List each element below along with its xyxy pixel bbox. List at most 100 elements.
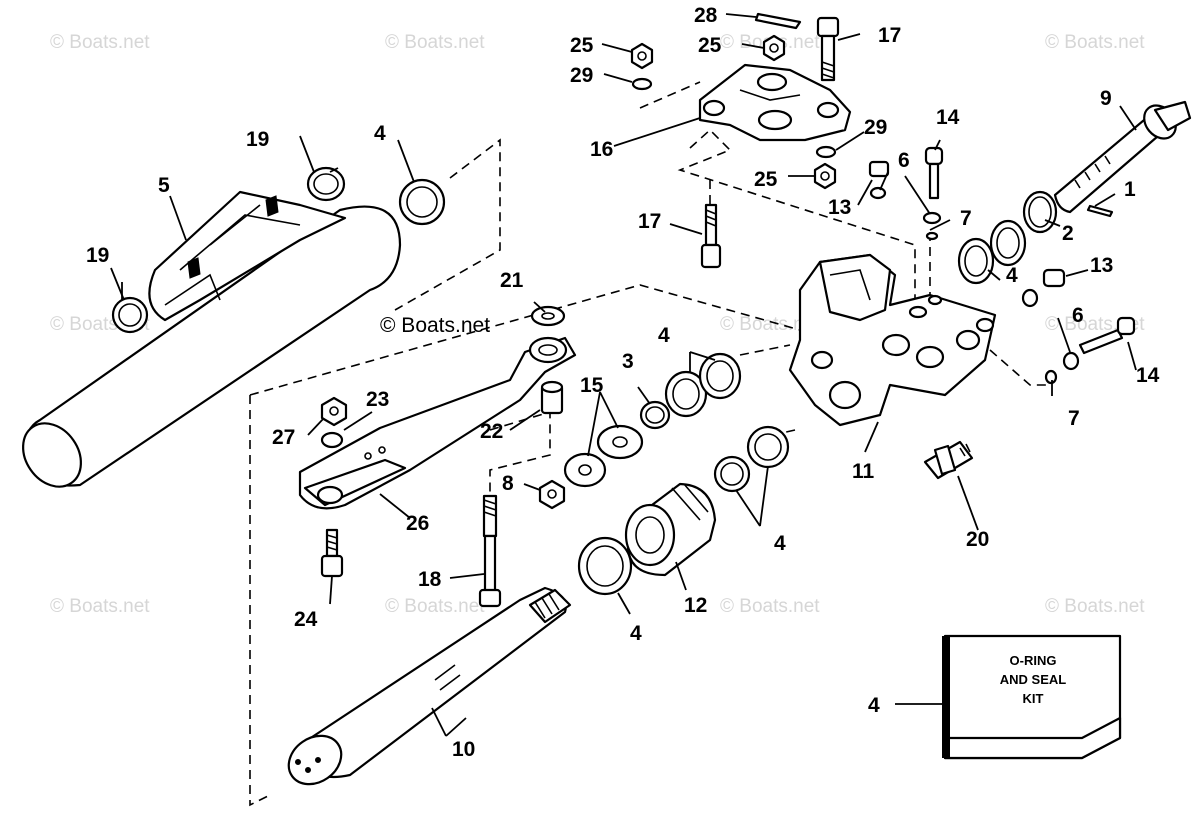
part-21-washer [530,305,566,327]
part-19-ring [306,166,346,202]
callout-27: 27 [272,426,295,449]
part-15-washer [563,452,607,488]
callout-14: 14 [1136,364,1160,387]
part-16-bracket [698,63,852,142]
callout-12: 12 [684,594,707,617]
part-15-washer [596,424,644,460]
part-25-nut [630,42,654,70]
part-6-seal [922,211,942,225]
callout-16: 16 [590,138,613,161]
part-4-ring [989,219,1027,267]
part-6-seal [869,186,887,200]
kit-label-line2: AND SEAL [1000,672,1067,687]
callout-13: 13 [828,196,851,219]
callout-17: 17 [638,210,661,233]
watermark: © Boats.net [50,596,150,617]
part-5-cylinder [22,190,402,488]
callout-15: 15 [580,374,604,397]
part-9-shaft [1053,100,1192,214]
part-24-screw [320,528,344,578]
callout-6: 6 [1072,304,1084,327]
callout-25: 25 [754,168,778,191]
callout-4: 4 [630,622,642,645]
part-27-nut [320,396,348,427]
part-18-bolt [478,494,502,608]
watermark: © Boats.net [385,596,485,617]
kit-label-line3: KIT [1023,691,1044,706]
callout-5: 5 [158,174,170,197]
part-6-seal [1021,288,1039,308]
callout-7: 7 [1068,407,1080,430]
callout-4: 4 [1006,264,1018,287]
callout-4: 4 [374,122,386,145]
watermark: © Boats.net [720,314,820,335]
watermark: © Boats.net [720,596,820,617]
part-14-fitting [1078,316,1136,355]
part-7-seal [1044,369,1058,385]
part-4-ring [746,425,790,469]
part-28-pin [754,12,802,30]
callout-19: 19 [246,128,269,151]
part-20-fitting [923,440,974,480]
callout-22: 22 [480,420,503,443]
callout-4-kit: 4 [868,694,880,717]
callout-4: 4 [658,324,670,347]
part-4-ring [664,370,708,418]
boats-net-label: © Boats.net [380,314,490,337]
callout-20: 20 [966,528,989,551]
callout-10: 10 [452,738,475,761]
part-4-ring [698,352,742,400]
callout-9: 9 [1100,87,1112,110]
watermark: © Boats.net [50,32,150,53]
callout-25: 25 [698,34,722,57]
part-25-nut [762,34,786,62]
kit-label-line1: O-RING [1010,653,1057,668]
callout-14: 14 [936,106,960,129]
callout-11: 11 [852,460,875,483]
part-8-nut [538,479,566,510]
callout-21: 21 [500,269,524,292]
callouts: 1 2 3 4 4 4 4 4 5 6 6 7 7 8 9 10 11 12 1… [86,4,1160,761]
callout-19: 19 [86,244,109,267]
part-19-ring [111,296,149,334]
callout-29: 29 [864,116,887,139]
callout-7: 7 [960,207,972,230]
seal-kit-box: O-RING AND SEAL KIT [942,634,1122,760]
part-12-piston [624,482,717,577]
part-4-ring [713,455,751,493]
callout-25: 25 [570,34,594,57]
callout-26: 26 [406,512,429,535]
part-11-valve-body [788,253,997,427]
watermarks: © Boats.net © Boats.net © Boats.net © Bo… [50,32,1145,617]
part-7-seal [925,231,939,241]
part-13-plug [868,160,890,178]
callout-4: 4 [774,532,786,555]
callout-8: 8 [502,472,514,495]
watermark: © Boats.net [385,32,485,53]
part-26-tie-bar [298,336,577,510]
part-29-washer [631,77,653,91]
part-13-plug [1042,268,1066,288]
part-14-fitting [924,146,944,200]
part-17-bolt [816,16,840,82]
callout-18: 18 [418,568,442,591]
watermark: © Boats.net [1045,32,1145,53]
part-22-spacer [540,380,564,415]
part-3-ring [639,400,671,430]
part-17-bolt [700,203,722,269]
part-4-ring [957,237,995,285]
callout-3: 3 [622,350,634,373]
callout-6: 6 [898,149,910,172]
part-29-washer [815,145,837,159]
part-6-seal [1062,351,1080,371]
callout-23: 23 [366,388,389,411]
callout-1: 1 [1124,178,1136,201]
callout-13: 13 [1090,254,1113,277]
leader-lines [110,13,1137,737]
callout-17: 17 [878,24,901,47]
part-1-pin [1086,204,1114,218]
callout-29: 29 [570,64,593,87]
assembly-lines [249,81,1050,807]
watermark: © Boats.net [1045,596,1145,617]
